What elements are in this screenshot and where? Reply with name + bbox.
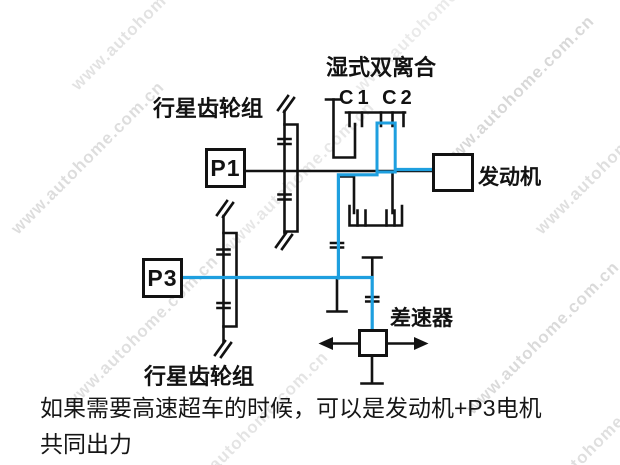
differential-label: 差速器 [390,307,453,330]
ground-symbol [276,94,296,114]
planetary-gear-lower-label: 行星齿轮组 [144,364,255,389]
p1-motor-box: P1 [205,148,246,188]
planetary-gear-upper-label: 行星齿轮组 [153,96,264,121]
black-linework [213,94,434,385]
right-axle-arrow-icon [414,337,429,350]
p1-motor-label: P1 [210,154,241,181]
axle-arrowheads [318,337,429,350]
left-axle-arrow-icon [318,337,333,350]
ground-symbol [215,199,235,219]
caption-line-2: 共同出力 [40,431,132,457]
clutch-c1-c2-label: C1 C2 [339,87,416,109]
differential-box [358,329,388,357]
dual-clutch-lower [337,170,404,227]
caption-line-1: 如果需要高速超车的时候，可以是发动机+P3电机 [40,395,542,421]
p3-output-line [181,275,374,332]
ground-symbol [213,339,233,359]
p3-motor-box: P3 [142,258,183,298]
c2-clutch-highlight [375,121,397,174]
p3-motor-label: P3 [147,264,178,291]
wet-dual-clutch-label: 湿式双离合 [326,55,437,80]
engine-box [432,153,474,192]
c2-to-output-line [336,173,379,280]
ground-symbol [274,231,294,251]
caption-text: 如果需要高速超车的时候，可以是发动机+P3电机 共同出力 [40,390,542,462]
differential-outputs [331,342,416,385]
dual-clutch-upper [324,98,407,159]
blue-power-path [181,121,435,332]
planetary-gear-upper [274,94,299,251]
engine-label: 发动机 [478,166,541,189]
